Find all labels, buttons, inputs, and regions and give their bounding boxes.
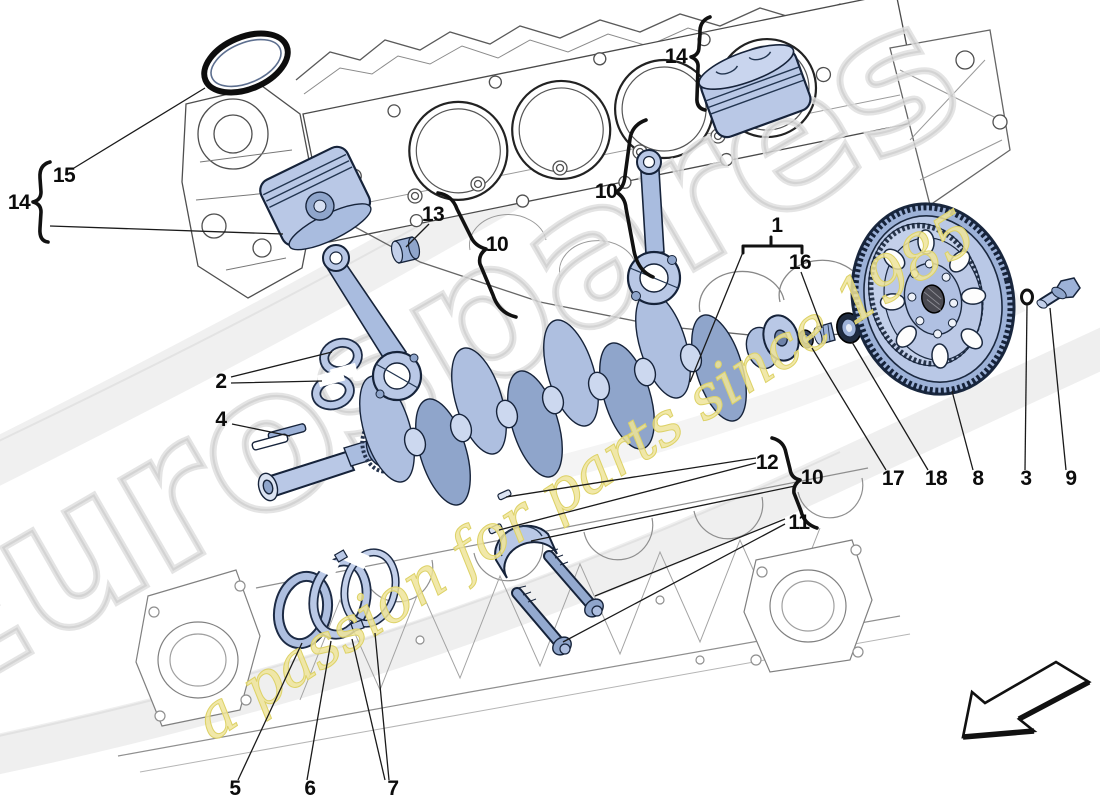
callout-4: 4 [215, 408, 227, 431]
callout-10-rod-right: 10 [594, 180, 618, 203]
callout-3: 3 [1020, 467, 1032, 490]
callout-15: 15 [52, 164, 76, 187]
rod-bearing-shells-illustration [311, 337, 363, 411]
o-ring-illustration [1020, 288, 1034, 306]
piston-left-illustration [259, 145, 372, 251]
direction-arrow-icon [961, 660, 1092, 740]
callout-16: 16 [788, 251, 812, 274]
cap-bolts-illustration [511, 548, 604, 656]
callout-7: 7 [387, 777, 399, 800]
seal-ring-illustration [201, 30, 291, 96]
callout-10-cap: 10 [800, 466, 824, 489]
callout-14-left: 14 [7, 191, 31, 214]
callout-12: 12 [755, 451, 779, 474]
crankcase-art [117, 467, 911, 773]
callout-8: 8 [972, 467, 984, 490]
callout-18: 18 [924, 467, 948, 490]
callout-9: 9 [1065, 467, 1077, 490]
flywheel-bolt-illustration [1036, 277, 1081, 309]
grouping-braces [31, 15, 819, 530]
main-bearing-rings-illustration [272, 544, 400, 650]
flywheel-illustration [850, 202, 1016, 396]
callout-10-rod-left: 10 [485, 233, 509, 256]
callout-11: 11 [788, 511, 810, 534]
crank-end-parts-illustration [798, 312, 862, 349]
callout-17: 17 [881, 467, 905, 490]
key-illustration [251, 423, 307, 451]
callout-2: 2 [215, 370, 227, 393]
leader-lines [49, 87, 1067, 781]
crankshaft-illustration [257, 291, 800, 506]
piston-right-illustration [698, 44, 812, 139]
callout-6: 6 [304, 777, 316, 800]
callout-5: 5 [229, 777, 241, 800]
callout-13: 13 [421, 203, 445, 226]
callout-14-right: 14 [664, 45, 688, 68]
connecting-rod-left-illustration [322, 244, 423, 402]
callout-1: 1 [771, 214, 783, 237]
